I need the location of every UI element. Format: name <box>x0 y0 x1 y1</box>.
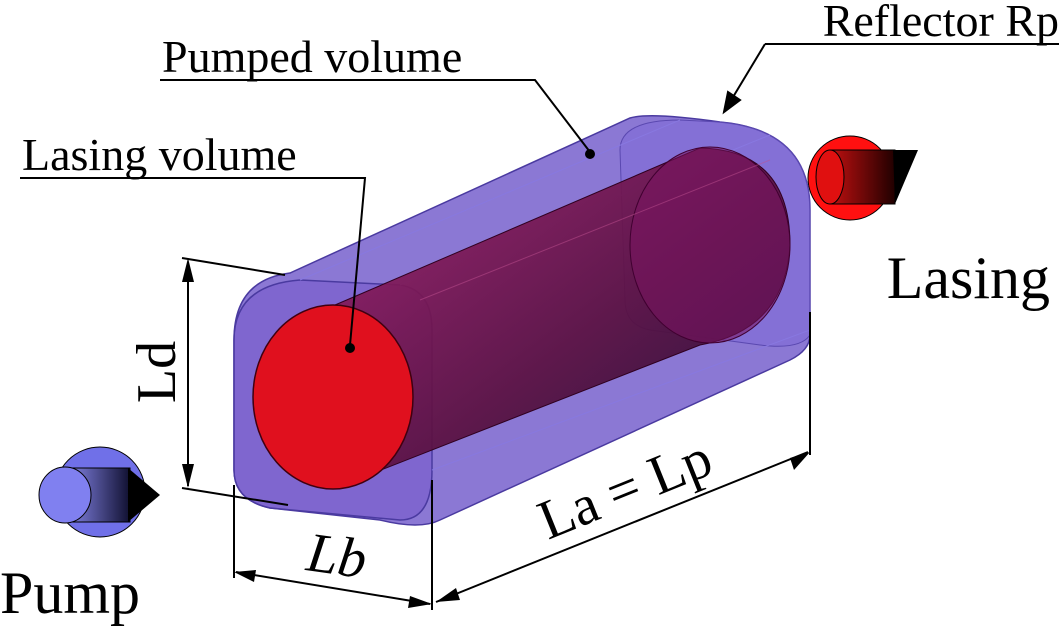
lasing-volume-face <box>252 304 414 490</box>
ld-label: Ld <box>126 341 188 403</box>
leader-lines <box>20 43 1059 346</box>
lasing-output-arrow <box>807 135 918 221</box>
pump-label: Pump <box>0 560 140 626</box>
reflector-label: Reflector Rp <box>823 0 1059 46</box>
lasing-volume-dot <box>345 343 355 353</box>
dimension-arrowheads <box>182 258 810 608</box>
pumped-volume-dot <box>585 149 595 159</box>
lasing-volume-label: Lasing volume <box>22 129 297 180</box>
pumped-volume-label: Pumped volume <box>162 31 462 82</box>
lasing-label: Lasing <box>887 245 1050 311</box>
dimension-lines <box>181 257 811 610</box>
lb-label: Lb <box>302 521 370 591</box>
pump-arrow <box>38 446 160 538</box>
lasing-volume <box>334 146 791 489</box>
